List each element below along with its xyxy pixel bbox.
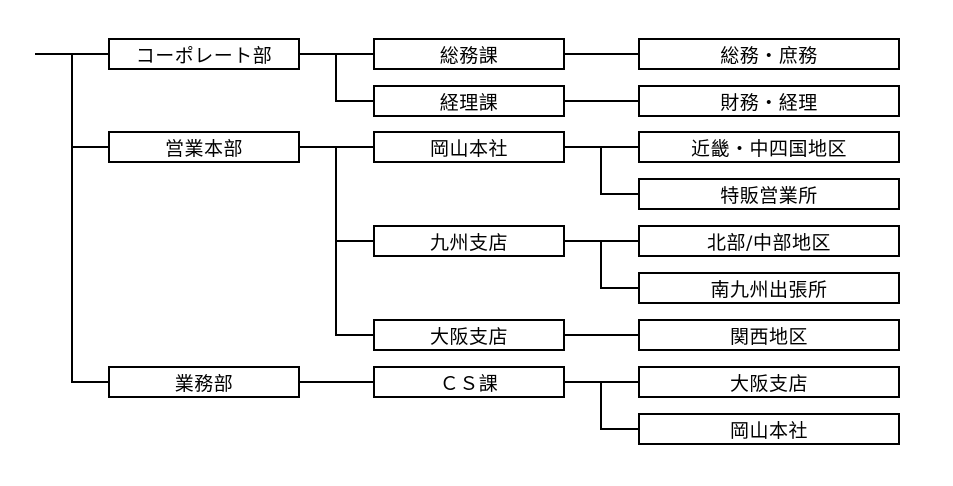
dept-operations: 業務部 <box>108 366 300 398</box>
unit-osaka-branch: 大阪支店 <box>638 366 900 398</box>
section-okayama-hq: 岡山本社 <box>373 131 565 163</box>
section-osaka-branch: 大阪支店 <box>373 319 565 351</box>
section-cs: ＣＳ課 <box>373 366 565 398</box>
section-general-affairs: 総務課 <box>373 38 565 70</box>
unit-finance-accounting: 財務・経理 <box>638 85 900 117</box>
unit-okayama-hq: 岡山本社 <box>638 413 900 445</box>
unit-south-kyushu-office: 南九州出張所 <box>638 272 900 304</box>
section-kyushu-branch: 九州支店 <box>373 225 565 257</box>
dept-corporate: コーポレート部 <box>108 38 300 70</box>
unit-kansai-area: 関西地区 <box>638 319 900 351</box>
dept-sales-hq: 営業本部 <box>108 131 300 163</box>
unit-kinki-chushikoku: 近畿・中四国地区 <box>638 131 900 163</box>
section-accounting: 経理課 <box>373 85 565 117</box>
unit-general-clerical: 総務・庶務 <box>638 38 900 70</box>
unit-special-sales-office: 特販営業所 <box>638 178 900 210</box>
unit-north-central-area: 北部/中部地区 <box>638 225 900 257</box>
